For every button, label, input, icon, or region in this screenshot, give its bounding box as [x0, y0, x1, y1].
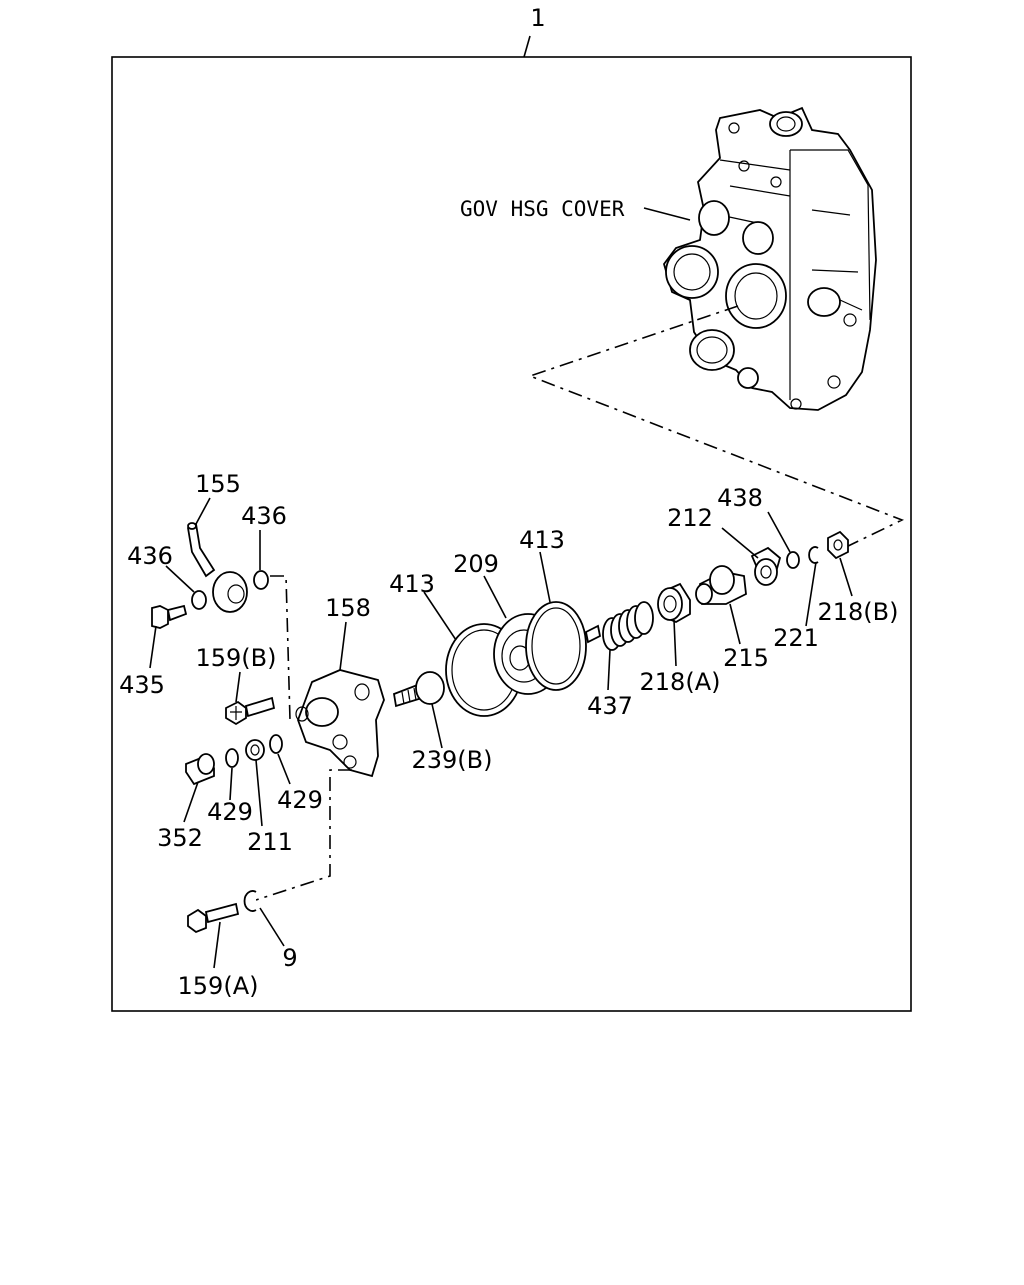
callout-155: 155 — [195, 470, 241, 498]
gov-housing-cover — [663, 106, 877, 411]
part-158-cover-plate — [295, 669, 385, 778]
bolt-axis-line — [270, 575, 291, 721]
part-352-cap — [185, 753, 215, 786]
callout-435: 435 — [119, 671, 165, 699]
callout-437: 437 — [587, 692, 633, 720]
part-438-washer — [786, 551, 800, 569]
axis-centerline — [527, 305, 905, 549]
callout-413-left: 413 — [389, 570, 435, 598]
leader-lines — [149, 497, 853, 969]
assembly-frame — [111, 56, 912, 1012]
part-212-clip — [750, 546, 782, 586]
callout-9: 9 — [282, 944, 297, 972]
callout-209: 209 — [453, 550, 499, 578]
part-215-adjuster — [695, 565, 747, 605]
cover-label-leader — [643, 207, 691, 221]
part-437-spring — [602, 601, 654, 651]
part-211-nut — [245, 739, 265, 761]
assembly-number: 1 — [530, 4, 545, 32]
callout-436-right: 436 — [241, 502, 287, 530]
part-436-washer-left — [191, 590, 207, 610]
callout-218a: 218(A) — [640, 668, 721, 696]
cover-label: GOV HSG COVER — [460, 197, 625, 221]
part-429-washer-right — [269, 734, 283, 754]
callout-429-left: 429 — [207, 798, 253, 826]
part-221-ring — [808, 546, 819, 564]
part-435-bolt — [151, 604, 188, 629]
callout-438: 438 — [717, 484, 763, 512]
callout-159b: 159(B) — [196, 644, 277, 672]
part-218b-nut — [827, 530, 849, 560]
assembly-leader — [523, 35, 531, 58]
part-239b-shaft — [392, 671, 445, 708]
callout-413-right: 413 — [519, 526, 565, 554]
part-429-washer-left — [225, 748, 239, 768]
part-159b-bolt — [225, 696, 276, 726]
lower-bolt-axis-line — [255, 769, 352, 901]
callout-429-right: 429 — [277, 786, 323, 814]
part-9-washer — [243, 890, 257, 912]
callout-158: 158 — [325, 594, 371, 622]
callout-211: 211 — [247, 828, 293, 856]
callouts: 155 436 436 435 158 159(B) 352 429 211 4… — [119, 470, 898, 1000]
callout-352: 352 — [157, 824, 203, 852]
part-413-oring-right — [525, 601, 602, 691]
part-436-washer-right — [253, 570, 269, 590]
callout-159a: 159(A) — [178, 972, 259, 1000]
part-159a-bolt — [187, 902, 240, 934]
callout-212: 212 — [667, 504, 713, 532]
callout-218b: 218(B) — [818, 598, 899, 626]
callout-215: 215 — [723, 644, 769, 672]
part-155-banjo-pipe — [187, 522, 248, 613]
callout-436-left: 436 — [127, 542, 173, 570]
callout-239b: 239(B) — [412, 746, 493, 774]
part-218a-seat — [657, 582, 691, 624]
callout-221: 221 — [773, 624, 819, 652]
